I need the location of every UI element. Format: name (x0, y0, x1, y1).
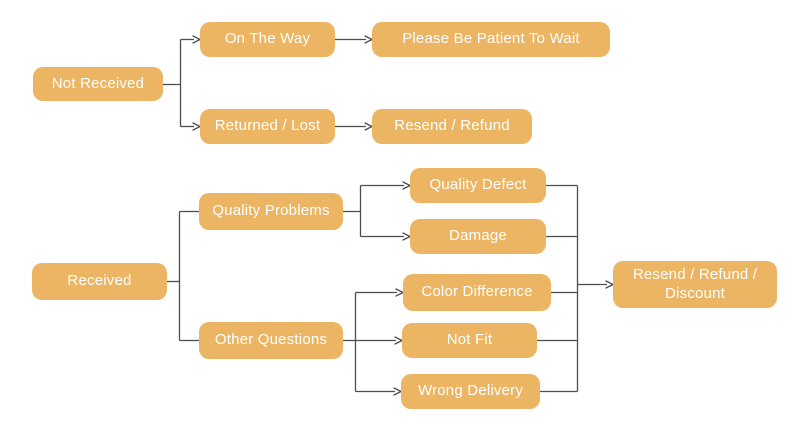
node-returned-lost: Returned / Lost (200, 109, 335, 144)
node-other-questions: Other Questions (199, 322, 343, 359)
node-resend-refund: Resend / Refund (372, 109, 532, 144)
node-color-difference: Color Difference (403, 274, 551, 311)
node-not-received: Not Received (33, 67, 163, 101)
node-wrong-delivery: Wrong Delivery (401, 374, 540, 409)
node-damage: Damage (410, 219, 546, 254)
node-quality-defect: Quality Defect (410, 168, 546, 203)
node-quality-problems: Quality Problems (199, 193, 343, 230)
node-received: Received (32, 263, 167, 300)
node-resend-refund-discount: Resend / Refund / Discount (613, 261, 777, 308)
node-not-fit: Not Fit (402, 323, 537, 358)
node-please-be-patient-to-wait: Please Be Patient To Wait (372, 22, 610, 57)
node-on-the-way: On The Way (200, 22, 335, 57)
